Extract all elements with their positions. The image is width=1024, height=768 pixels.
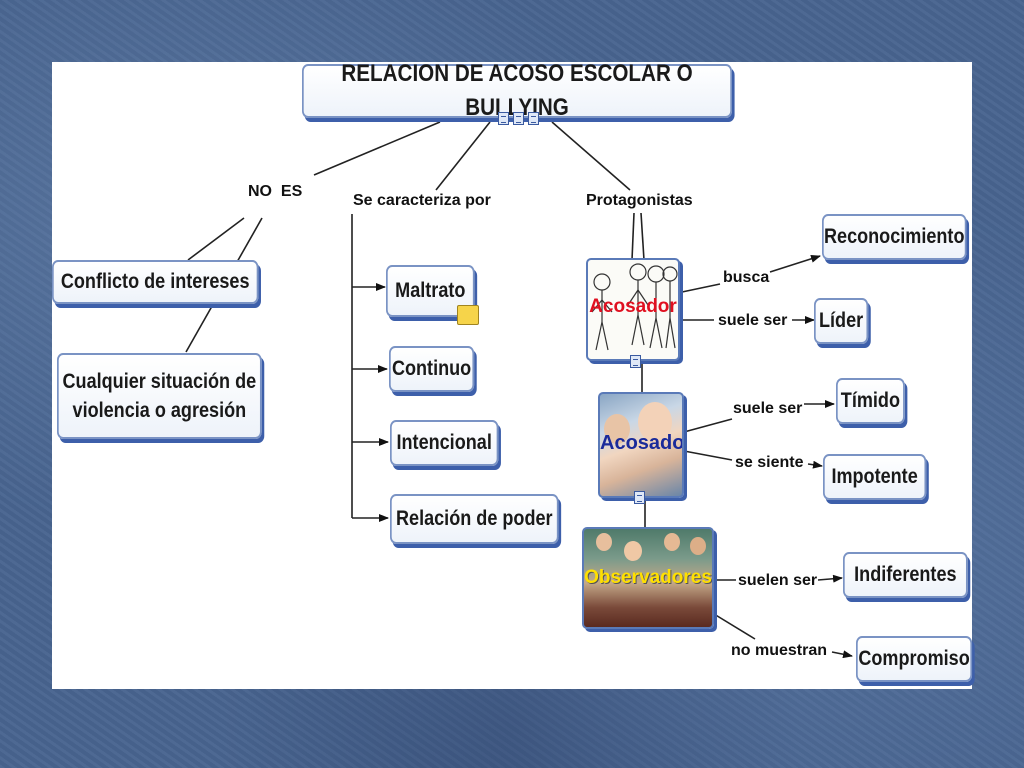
node-lider: Líder [814, 298, 869, 344]
observadores-node: Observadores [582, 527, 714, 629]
hierarchy-icon [528, 112, 539, 125]
node-impotente: Impotente [823, 454, 927, 500]
node-continuo: Continuo [389, 346, 475, 392]
acosado-photo-figure [638, 402, 672, 442]
acosador-node: Acosador [586, 258, 680, 361]
notes-icon [457, 305, 479, 325]
node-timido: Tímido [836, 378, 905, 424]
observadores-caption: Observadores [584, 567, 712, 588]
node-cualquier-situacion: Cualquier situación de violencia o agres… [57, 353, 262, 439]
acosado-caption: Acosado [600, 432, 684, 454]
student-head-3 [664, 533, 680, 551]
student-head-4 [690, 537, 706, 555]
note-icon [498, 112, 509, 125]
concept-map-slide: RELACION DE ACOSO ESCOLAR O BULLYING NO … [52, 60, 973, 689]
verb-no-muestran: no muestran [731, 642, 828, 659]
verb-busca: busca [723, 269, 770, 286]
verb-suele-ser-acosador: suele ser [718, 312, 788, 329]
acosador-caption: Acosador [589, 296, 677, 317]
node-reconocimiento: Reconocimiento [822, 214, 967, 260]
branch-se-caracteriza: Se caracteriza por [353, 192, 491, 209]
line-title-caracteriza [435, 121, 491, 191]
student-head-1 [596, 533, 612, 551]
arrow-indiferentes [817, 574, 843, 583]
node-relacion-poder: Relación de poder [390, 494, 559, 544]
node-conflicto-intereses: Conflicto de intereses [52, 260, 259, 304]
arrow-impotente [807, 460, 823, 469]
line-acosado-suele [683, 418, 733, 433]
verb-suelen-ser: suelen ser [738, 572, 818, 589]
line-protagonistas-acosador-b [640, 212, 645, 261]
arrow-reconocimiento [769, 254, 821, 273]
acosado-photo-figure-2 [604, 414, 630, 444]
line-observadores-nomuestran [713, 613, 756, 640]
line-title-protagonistas [551, 121, 631, 191]
title-text: RELACION DE ACOSO ESCOLAR O BULLYING [341, 60, 693, 121]
stick-figures-drawing [591, 263, 678, 351]
node-indiferentes: Indiferentes [843, 552, 968, 598]
line-noes-conflicto [187, 217, 245, 261]
document-icon [513, 112, 524, 125]
node-compromiso: Compromiso [856, 636, 973, 682]
line-acosado-siente [683, 450, 733, 461]
title-node: RELACION DE ACOSO ESCOLAR O BULLYING [302, 60, 732, 121]
branch-no-es: NO ES [248, 183, 303, 200]
node-intencional: Intencional [390, 420, 499, 466]
branch-protagonistas: Protagonistas [586, 192, 693, 209]
arrow-compromiso [831, 650, 853, 659]
line-protagonistas-acosador-a [631, 212, 635, 261]
link-icon [630, 355, 641, 368]
student-head-2 [624, 541, 642, 561]
verb-se-siente: se siente [735, 454, 804, 471]
link-icon-2 [634, 491, 645, 504]
line-acosador-busca [681, 283, 721, 293]
acosado-node: Acosado [598, 392, 684, 498]
verb-suele-ser-acosado: suele ser [733, 400, 803, 417]
line-title-noes [313, 121, 441, 176]
